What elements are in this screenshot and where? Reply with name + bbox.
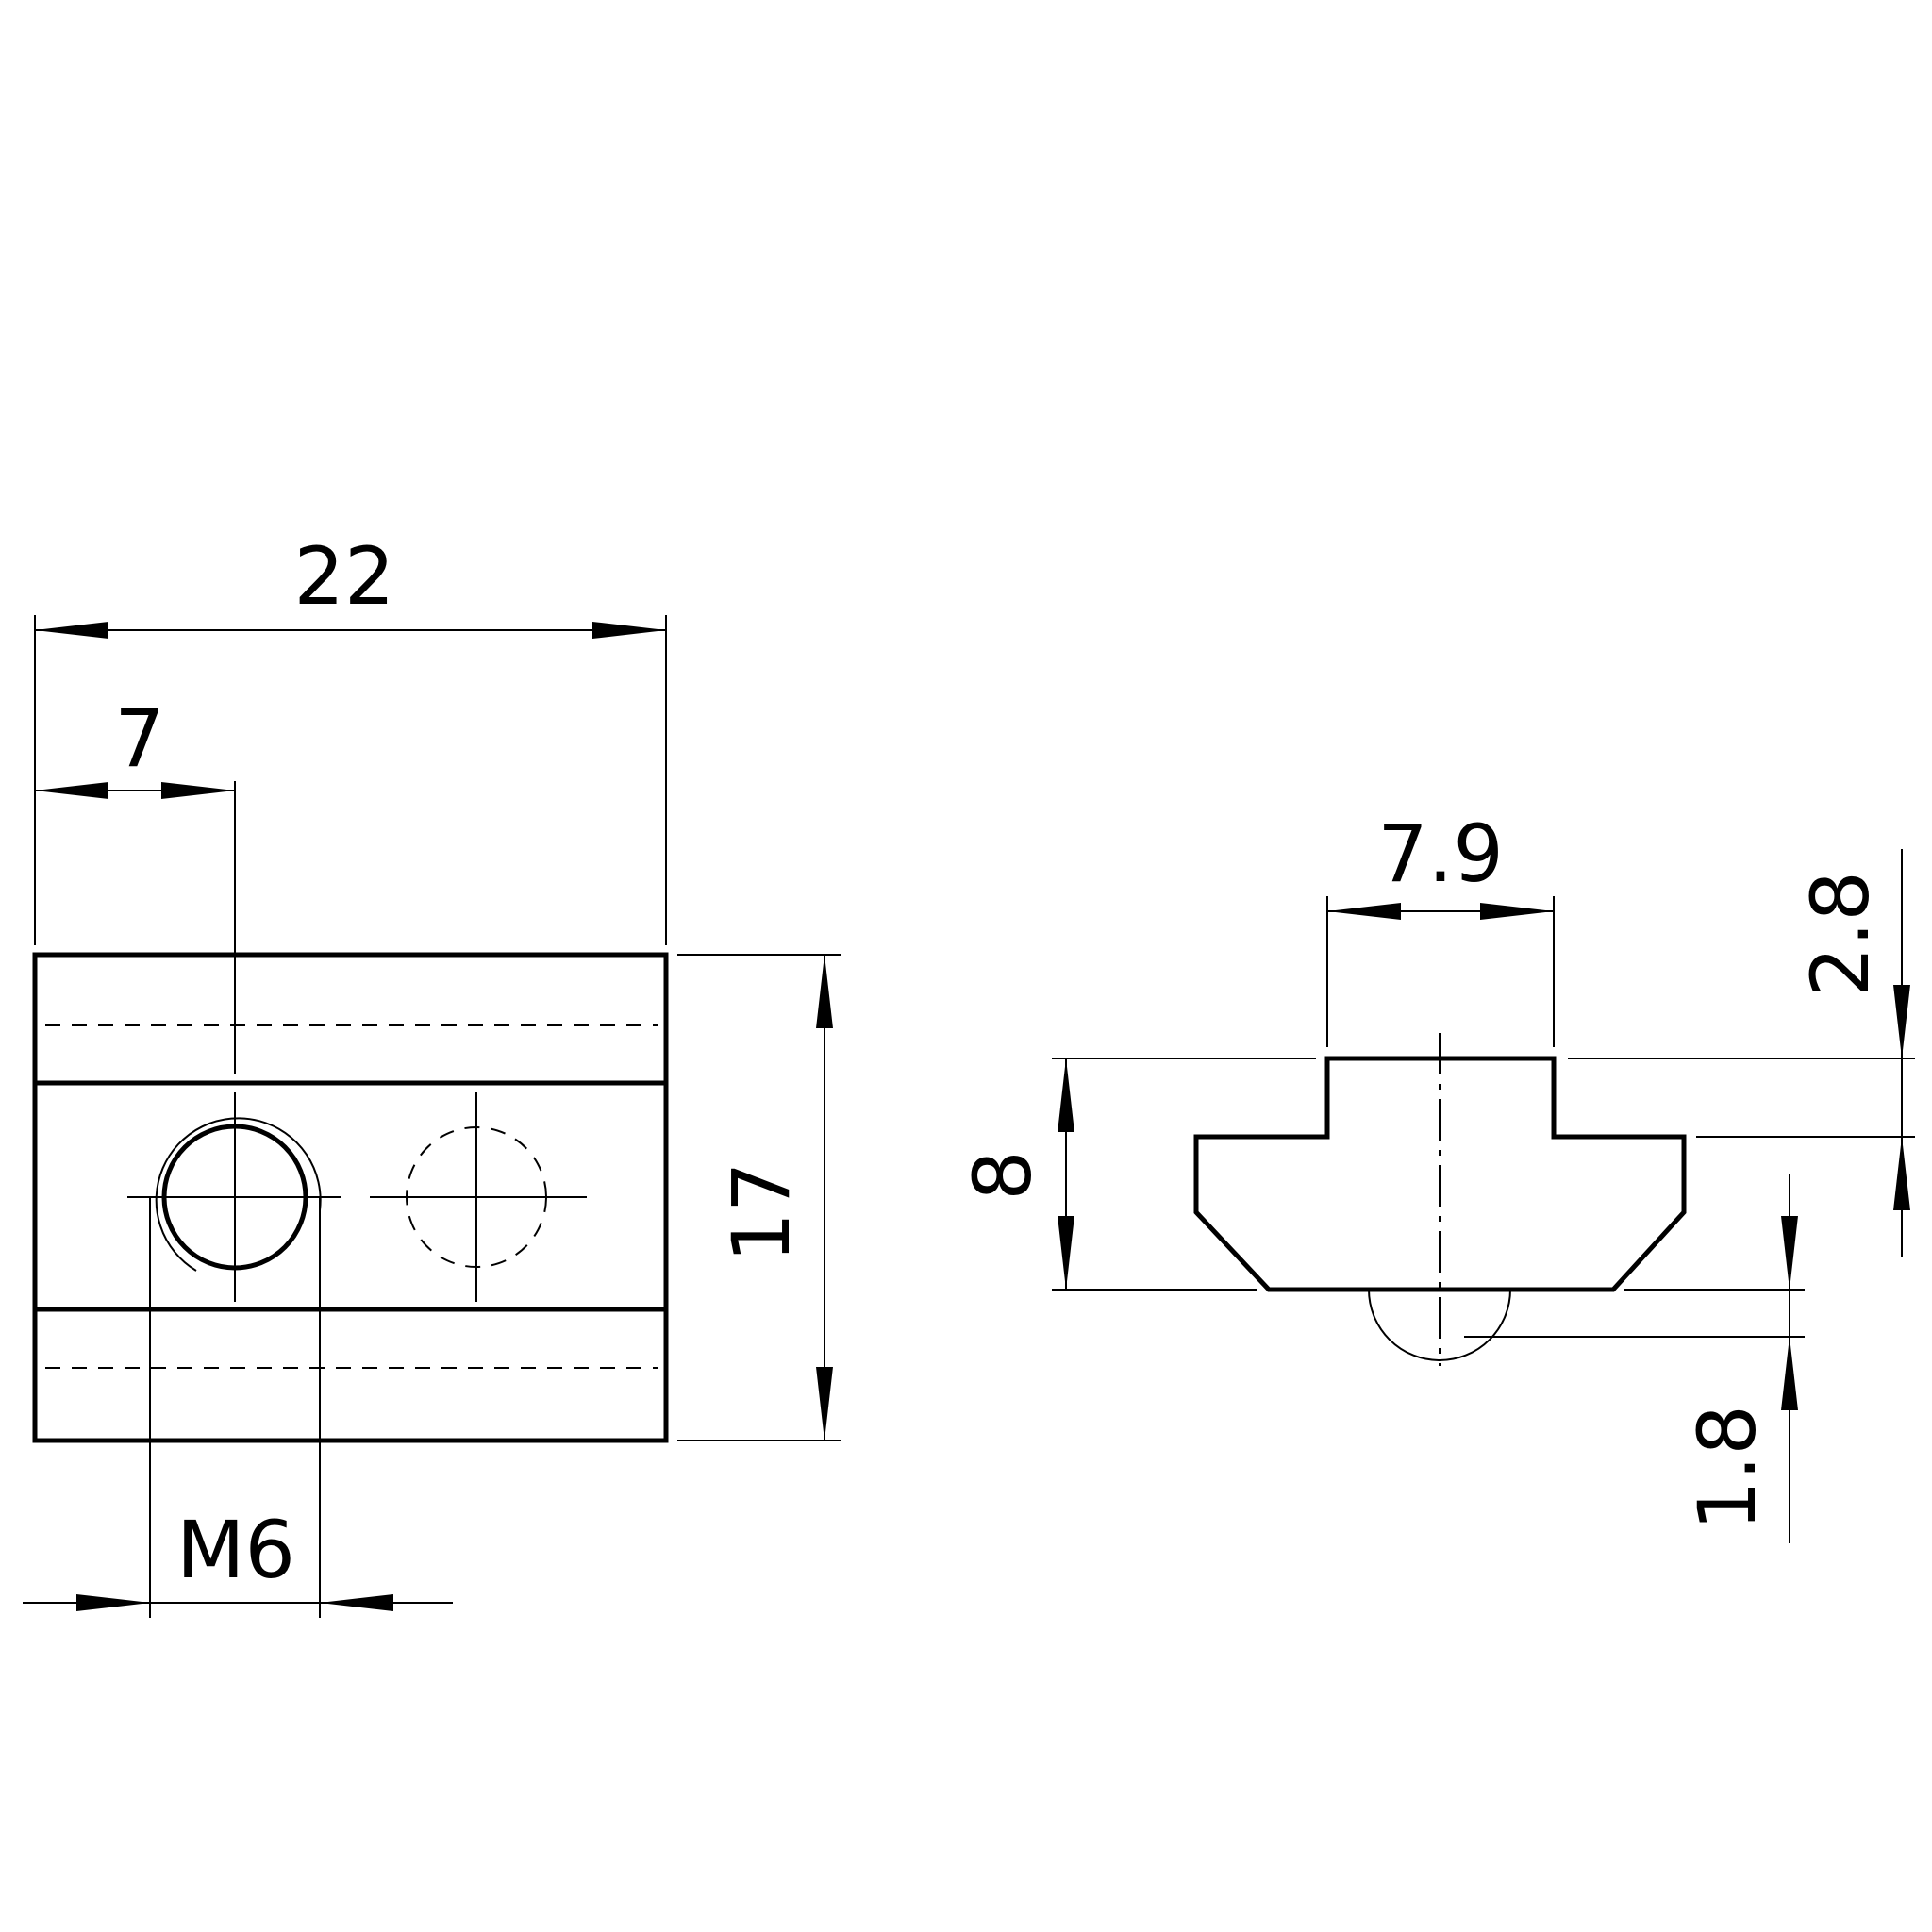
overall-width-label: 22 [294, 530, 395, 623]
dimension-thread: M6 [23, 1198, 453, 1618]
thread-arc [155, 1117, 322, 1272]
front-view: 22 7 17 M6 [23, 530, 841, 1618]
hole-offset-label: 7 [114, 692, 164, 785]
dimension-hole-offset: 7 [35, 692, 236, 1074]
head-height-label: 2.8 [1794, 871, 1887, 997]
ball-projection-label: 1.8 [1681, 1405, 1774, 1531]
overall-height-label: 17 [715, 1162, 808, 1263]
nut-body-outline [32, 952, 669, 1443]
side-height-label: 8 [957, 1150, 1049, 1200]
spring-ball [1368, 1289, 1511, 1361]
head-width-label: 7.9 [1377, 808, 1504, 900]
thread-label: M6 [176, 1504, 295, 1596]
t-nut-profile [1193, 1056, 1687, 1292]
dimension-head-width: 7.9 [1326, 808, 1555, 1047]
dimension-overall-height: 17 [677, 954, 841, 1441]
dimension-head-height: 2.8 [1568, 849, 1915, 1257]
dimension-overall-width: 22 [34, 530, 667, 945]
side-view: 7.9 8 2.8 1.8 [957, 808, 1915, 1543]
dimension-side-height: 8 [957, 1058, 1316, 1291]
dimension-ball-projection: 1.8 [1464, 1174, 1805, 1543]
